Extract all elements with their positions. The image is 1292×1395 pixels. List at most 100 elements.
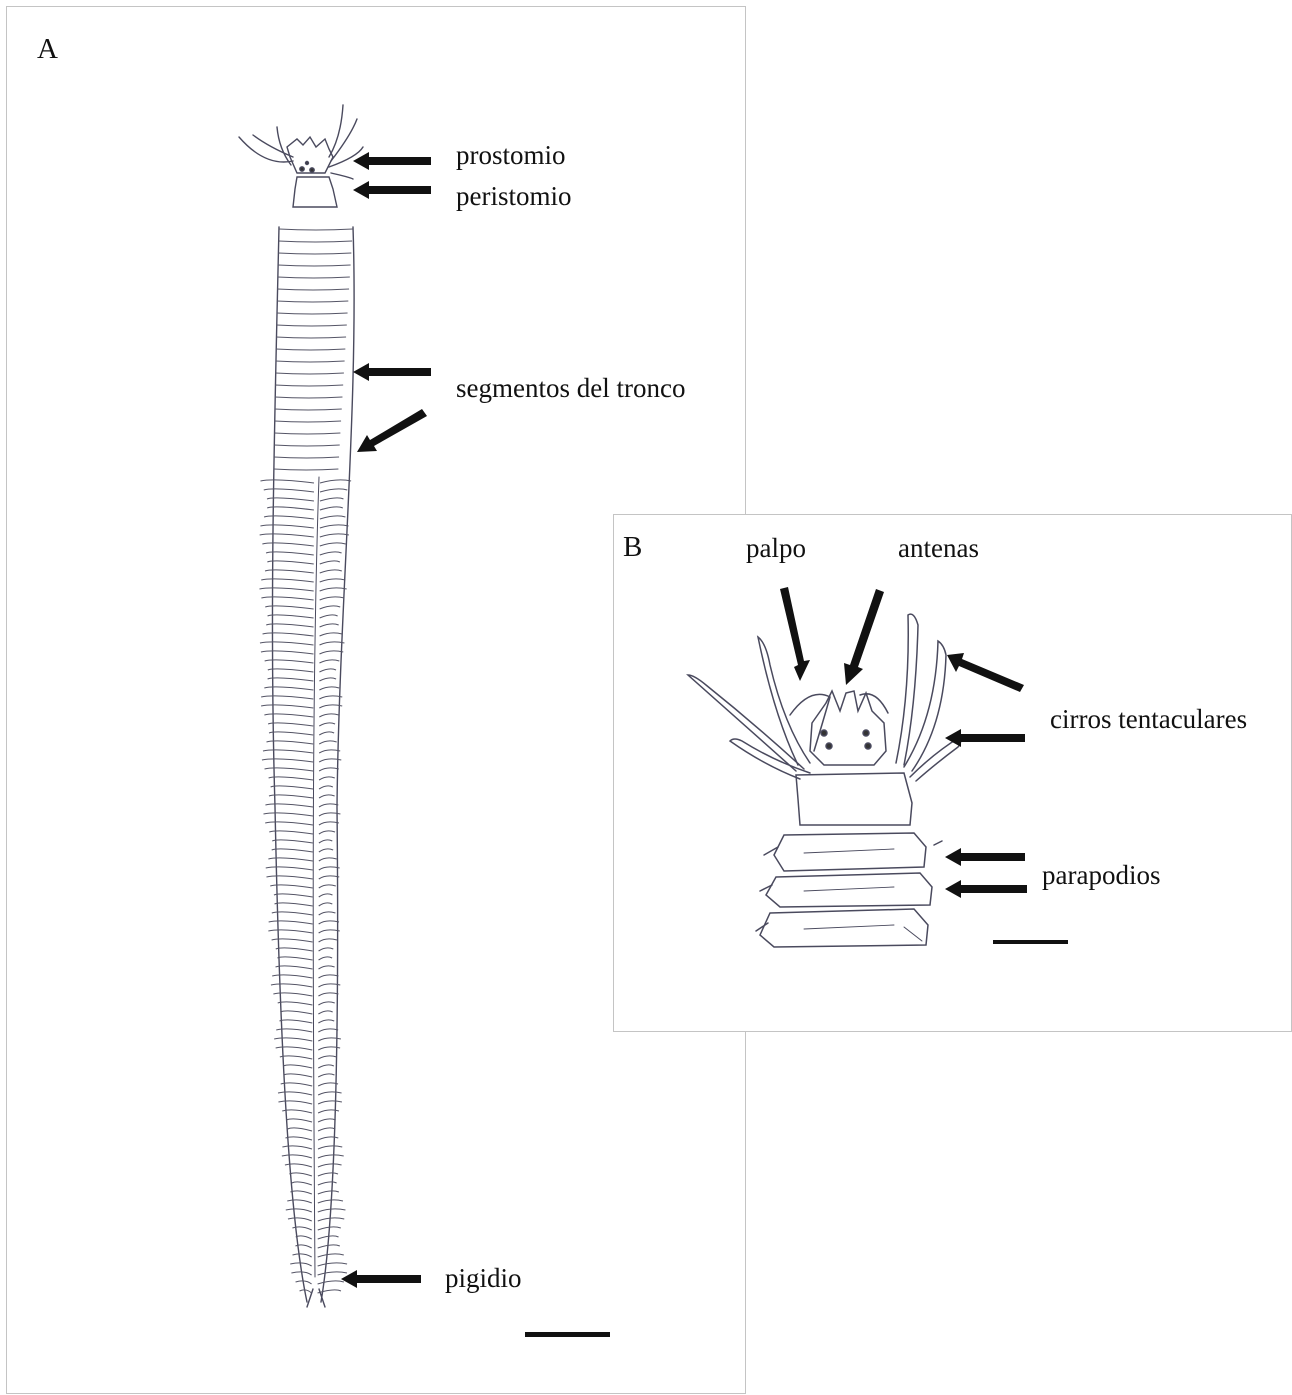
body-left-edge: [272, 227, 307, 1302]
segment-line: [264, 489, 348, 492]
segment-line: [269, 921, 339, 924]
panel-b: B: [613, 514, 1292, 1032]
arrow-segmentos-1: [353, 363, 431, 381]
segment-line: [288, 1218, 344, 1221]
arrow-cirros-2: [945, 729, 1025, 747]
segment-line: [281, 1083, 338, 1086]
segment-line: [264, 516, 345, 519]
segment-line: [296, 1236, 339, 1239]
segment-line: [274, 1038, 341, 1041]
segment-line: [268, 669, 336, 672]
segment-line: [264, 714, 338, 717]
segment-line: [265, 606, 340, 609]
arrow-segmentos-2: [357, 409, 427, 452]
arrow-peristomio: [353, 181, 431, 199]
worm-head-drawing: [614, 515, 1291, 1031]
segment-line: [262, 543, 345, 546]
segment-line: [282, 1155, 344, 1158]
segment-line: [272, 975, 338, 978]
segment-line: [271, 984, 340, 987]
arrow-cirros-1: [947, 653, 1024, 692]
segment-line: [272, 912, 336, 915]
segment-line: [274, 894, 333, 897]
segment-line: [280, 1011, 332, 1014]
arrow-antenas: [844, 589, 884, 685]
segment-line: [269, 831, 335, 834]
prostomium-shape: [287, 137, 333, 173]
segment-line: [282, 1110, 339, 1113]
peristomium-b: [796, 773, 912, 825]
segment-line: [272, 840, 332, 843]
label-cirros-tentaculares: cirros tentaculares: [1050, 704, 1247, 734]
segment-line: [271, 786, 333, 789]
segment-line: [272, 939, 337, 942]
segment-line: [261, 651, 343, 654]
segment-line: [276, 966, 335, 969]
segment-line: [278, 1092, 342, 1095]
segment-line: [267, 507, 343, 510]
segment-line: [287, 1200, 343, 1203]
peristomium-shape: [293, 177, 337, 207]
label-parapodios: parapodios: [1042, 860, 1160, 890]
segment-line: [267, 498, 343, 501]
label-pigidio: pigidio: [445, 1263, 522, 1293]
segment-line: [274, 433, 340, 434]
scale-bar-b: [993, 940, 1068, 944]
body-right-edge: [321, 227, 354, 1302]
segment-line: [267, 561, 340, 564]
segment-line: [278, 1101, 341, 1104]
segment-line: [269, 777, 335, 780]
label-prostomio: prostomio: [456, 140, 566, 170]
segment-line: [261, 597, 344, 600]
segment-line: [261, 579, 345, 582]
segment-line: [266, 624, 338, 627]
label-segmentos-del-tronco: segmentos del tronco: [456, 373, 685, 403]
segment-line: [283, 1065, 333, 1068]
segment-line: [278, 1002, 335, 1005]
segment-line: [275, 397, 343, 398]
arrow-parapodios-2: [945, 880, 1027, 898]
segment-line: [276, 349, 345, 350]
label-palpo: palpo: [746, 533, 806, 563]
segment-line: [279, 241, 353, 242]
segment-line: [268, 930, 339, 933]
segment-line: [277, 301, 348, 302]
arrow-palpo: [780, 587, 810, 681]
segment-line: [274, 457, 339, 458]
segment-line: [278, 265, 351, 266]
segment-line: [265, 570, 342, 573]
segment-line: [277, 313, 348, 314]
segment-line: [295, 1245, 339, 1248]
segment-line: [277, 289, 349, 290]
segment-line: [265, 660, 340, 663]
segment-line: [265, 768, 339, 771]
segment-line: [266, 741, 336, 744]
label-antenas: antenas: [898, 533, 979, 563]
segment-line: [270, 885, 336, 888]
segment-line: [265, 822, 339, 825]
segment-line: [285, 1137, 338, 1140]
segment-line: [286, 1119, 335, 1122]
segment-line: [291, 1272, 347, 1275]
segment-line: [275, 385, 343, 386]
segment-line: [279, 229, 353, 230]
segment-line: [266, 552, 342, 555]
segment-line: [278, 277, 350, 278]
arrow-pigidio: [341, 1270, 421, 1288]
segment-line: [276, 1029, 338, 1032]
segment-line: [268, 615, 338, 618]
arrow-prostomio: [353, 152, 431, 170]
segment-line: [268, 678, 336, 681]
segment-line: [263, 750, 340, 753]
segment-line: [279, 1020, 334, 1023]
segment-line: [275, 421, 342, 422]
segment-line: [272, 849, 333, 852]
segment-line: [265, 804, 338, 807]
segment-line: [275, 903, 333, 906]
segment-line: [274, 469, 338, 470]
segment-line: [276, 1047, 340, 1050]
segment-line: [269, 732, 334, 735]
segment-line: [264, 687, 339, 690]
segment-line: [263, 633, 343, 636]
label-peristomio: peristomio: [456, 181, 572, 211]
